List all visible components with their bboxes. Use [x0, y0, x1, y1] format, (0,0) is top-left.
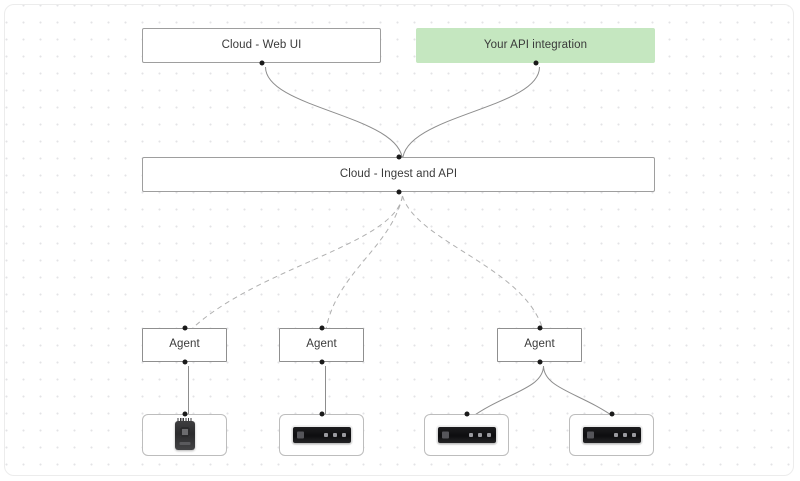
edge-ingest-to-agent-3 — [402, 195, 544, 333]
node-device-2[interactable] — [279, 414, 364, 456]
switch-leds — [323, 433, 346, 437]
edge-ingest-to-agent-2 — [325, 195, 403, 333]
node-device-4[interactable] — [569, 414, 654, 456]
handle-api-integration-bottom[interactable] — [533, 60, 538, 66]
camera-lens — [179, 426, 190, 437]
edge-agent-3-to-device-4 — [543, 365, 616, 419]
switch-leds — [468, 433, 491, 437]
handle-agent-1-bottom[interactable] — [182, 359, 187, 365]
switch-device-icon — [292, 427, 351, 443]
node-agent-1-label: Agent — [169, 338, 200, 351]
handle-device-4-top[interactable] — [609, 411, 614, 417]
handle-agent-3-top[interactable] — [537, 325, 542, 331]
handle-agent-2-top[interactable] — [319, 325, 324, 331]
handle-ingest-top[interactable] — [396, 154, 401, 160]
edge-layer — [188, 66, 616, 419]
switch-device-icon — [437, 427, 496, 443]
node-device-3[interactable] — [424, 414, 509, 456]
node-cloud-ingest-and-api[interactable]: Cloud - Ingest and API — [142, 157, 655, 192]
edge-api-to-ingest — [402, 66, 540, 162]
handle-cloud-web-ui-bottom[interactable] — [259, 60, 264, 66]
node-cloud-web-ui-label: Cloud - Web UI — [221, 38, 302, 51]
handle-agent-2-bottom[interactable] — [319, 359, 324, 365]
edge-webui-to-ingest — [265, 66, 403, 162]
camera-slot — [179, 441, 190, 445]
edge-agent-3-to-device-3 — [470, 365, 544, 419]
node-your-api-integration-label: Your API integration — [483, 38, 588, 51]
handle-ingest-bottom[interactable] — [396, 189, 401, 195]
handle-device-3-top[interactable] — [464, 411, 469, 417]
handle-agent-1-top[interactable] — [182, 325, 187, 331]
switch-leds — [613, 433, 636, 437]
node-agent-3-label: Agent — [524, 338, 555, 351]
switch-port — [586, 431, 594, 439]
node-cloud-web-ui[interactable]: Cloud - Web UI — [142, 28, 381, 63]
node-your-api-integration[interactable]: Your API integration — [416, 28, 655, 63]
switch-device-icon — [582, 427, 641, 443]
edge-ingest-to-agent-1 — [188, 195, 403, 333]
node-device-1[interactable] — [142, 414, 227, 456]
handle-agent-3-bottom[interactable] — [537, 359, 542, 365]
node-cloud-ingest-and-api-label: Cloud - Ingest and API — [339, 167, 458, 180]
handle-device-1-top[interactable] — [182, 411, 187, 417]
handle-device-2-top[interactable] — [319, 411, 324, 417]
switch-port — [296, 431, 304, 439]
diagram-canvas: Cloud - Web UI Your API integration Clou… — [4, 4, 794, 476]
node-agent-1[interactable]: Agent — [142, 328, 227, 362]
node-agent-2[interactable]: Agent — [279, 328, 364, 362]
switch-port — [441, 431, 449, 439]
node-agent-3[interactable]: Agent — [497, 328, 582, 362]
camera-device-icon — [174, 417, 195, 450]
node-agent-2-label: Agent — [306, 338, 337, 351]
camera-pins — [177, 417, 192, 422]
